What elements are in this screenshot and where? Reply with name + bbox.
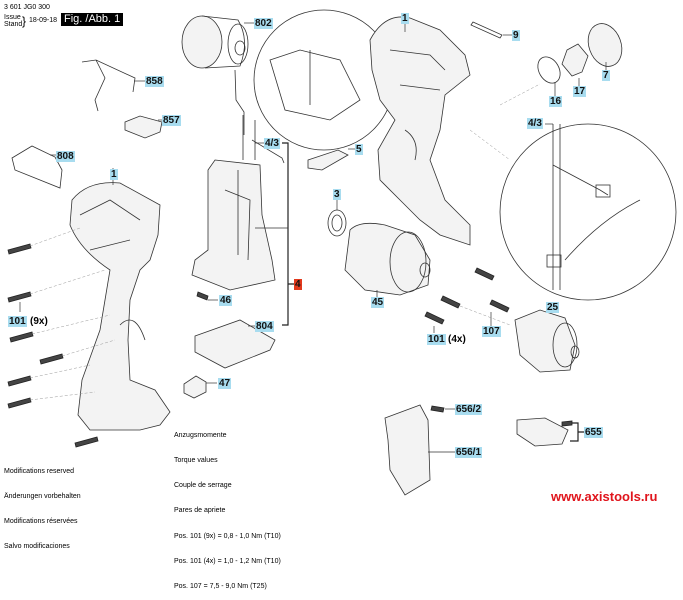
label-17[interactable]: 17 <box>573 86 587 97</box>
qty-101-right: (4x) <box>448 334 466 345</box>
label-101-left[interactable]: 101 <box>8 316 27 327</box>
label-1-top[interactable]: 1 <box>401 13 409 24</box>
pin-icon <box>470 21 503 39</box>
motor-icon <box>181 15 249 135</box>
exploded-view-drawing <box>7 9 677 496</box>
torque-values: Anzugsmomente Torque values Couple de se… <box>174 415 281 600</box>
label-1-left[interactable]: 1 <box>110 169 118 180</box>
label-5[interactable]: 5 <box>355 144 363 155</box>
modification-line: Modifications réservées <box>4 518 78 526</box>
label-4-3-right[interactable]: 4/3 <box>527 118 543 129</box>
label-656-2[interactable]: 656/2 <box>455 404 483 415</box>
torque-line: Pos. 101 (4x) = 1,0 - 1,2 Nm (T10) <box>174 557 281 565</box>
label-804[interactable]: 804 <box>255 321 274 332</box>
brace: } <box>22 14 27 28</box>
modification-line: Salvo modificaciones <box>4 543 70 551</box>
detail-circle-right <box>499 123 677 301</box>
torque-line: Pares de apriete <box>174 507 226 515</box>
belt-clip-icon <box>384 404 431 496</box>
electronics-module-icon <box>191 115 285 301</box>
label-857[interactable]: 857 <box>162 115 181 126</box>
label-7[interactable]: 7 <box>602 70 610 81</box>
left-housing-icon <box>69 168 171 431</box>
label-16[interactable]: 16 <box>549 96 563 107</box>
label-47[interactable]: 47 <box>218 378 232 389</box>
gearbox-icon <box>344 222 431 298</box>
torque-line: Anzugsmomente <box>174 431 227 439</box>
label-4-assembly[interactable]: 4 <box>294 279 302 290</box>
washer-icon <box>537 56 561 84</box>
chuck-icon <box>514 302 580 373</box>
part-number: 3 601 JG0 300 <box>4 4 50 11</box>
label-4-3-left[interactable]: 4/3 <box>264 138 280 149</box>
detail-circle-left <box>253 9 395 151</box>
bit-holder-icon <box>516 417 569 447</box>
wire-bracket-icon <box>81 59 136 112</box>
label-9[interactable]: 9 <box>512 30 520 41</box>
label-656-1[interactable]: 656/1 <box>455 447 483 458</box>
figure-title: Fig. /Abb. 1 <box>61 13 124 26</box>
label-655[interactable]: 655 <box>584 427 603 438</box>
screws-left-icon <box>7 227 116 448</box>
torque-line: Couple de serrage <box>174 482 232 490</box>
modifications-notice: Modifications reserved Änderungen vorbeh… <box>4 451 81 560</box>
watermark-link[interactable]: www.axistools.ru <box>551 489 658 504</box>
right-housing-icon <box>369 16 471 246</box>
pad-icon <box>11 145 63 189</box>
modification-line: Modifications reserved <box>4 467 75 475</box>
label-802[interactable]: 802 <box>254 18 273 29</box>
label-3[interactable]: 3 <box>333 189 341 200</box>
qty-101-left: (9x) <box>30 316 48 327</box>
modification-line: Änderungen vorbehalten <box>4 493 81 501</box>
coupling-icon <box>561 43 589 77</box>
label-107[interactable]: 107 <box>482 326 501 337</box>
issue-label: Issue <box>4 14 21 21</box>
cover-icon <box>587 23 623 67</box>
board-icon <box>194 319 276 369</box>
clip-icon <box>124 115 163 139</box>
ring-icon <box>327 209 347 237</box>
cap-icon <box>183 375 207 399</box>
label-101-right[interactable]: 101 <box>427 334 446 345</box>
switch-icon <box>307 149 349 171</box>
label-808[interactable]: 808 <box>56 151 75 162</box>
stand-label: Stand <box>4 21 23 28</box>
label-45[interactable]: 45 <box>371 297 385 308</box>
label-46[interactable]: 46 <box>219 295 233 306</box>
label-25[interactable]: 25 <box>546 302 560 313</box>
torque-line: Torque values <box>174 457 218 465</box>
torque-line: Pos. 101 (9x) = 0,8 - 1,0 Nm (T10) <box>174 532 281 540</box>
label-858[interactable]: 858 <box>145 76 164 87</box>
issue-date: 18-09-18 <box>29 17 58 24</box>
screw-107-icon <box>489 299 510 313</box>
torque-line: Pos. 107 = 7,5 - 9,0 Nm (T25) <box>174 583 267 591</box>
